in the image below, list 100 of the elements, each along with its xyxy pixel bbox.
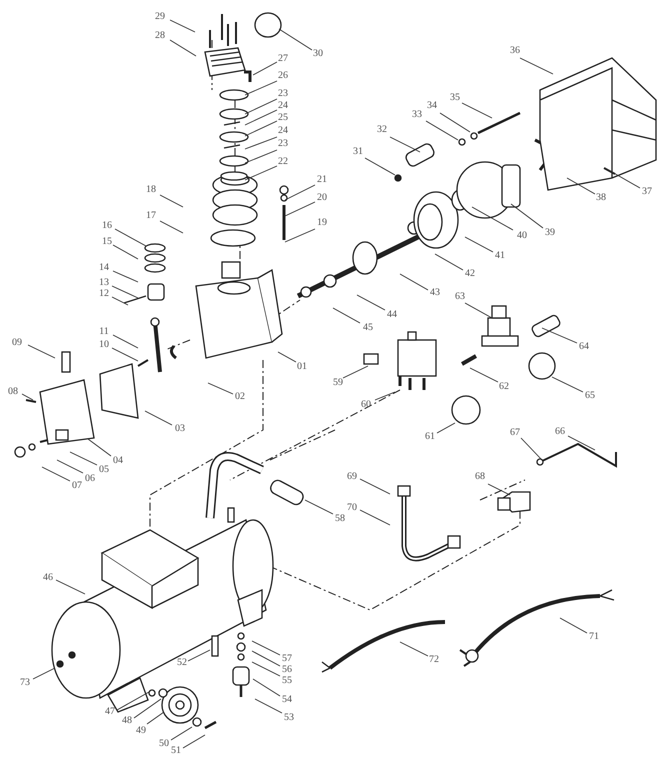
callout-number: 48 [122, 716, 132, 726]
leader-line [244, 150, 278, 164]
leader-line [284, 184, 316, 200]
leader-line [244, 166, 278, 180]
callout-number: 50 [159, 739, 169, 749]
callout-number: 43 [430, 288, 440, 298]
callout-number: 05 [99, 465, 109, 475]
callout-number: 25 [278, 113, 288, 123]
leader-line [400, 274, 428, 290]
leader-line [426, 120, 458, 140]
leader-line [112, 270, 138, 282]
callout-number: 56 [282, 665, 292, 675]
leader-line [88, 438, 112, 456]
callout-number: 22 [278, 157, 288, 167]
leader-line [170, 20, 196, 32]
callout-number: 69 [347, 472, 357, 482]
leader-line [566, 178, 596, 194]
leader-line [146, 712, 164, 724]
callout-number: 47 [105, 707, 115, 717]
leader-line [244, 98, 278, 114]
callout-number: 16 [102, 221, 112, 231]
leader-line [356, 294, 386, 310]
callout-number: 34 [427, 101, 437, 111]
callout-number: 72 [429, 655, 439, 665]
leader-line [568, 436, 596, 450]
leader-line [170, 40, 196, 56]
callout-number: 08 [8, 387, 18, 397]
leader-line [488, 484, 510, 496]
callout-number: 19 [317, 218, 327, 228]
callout-number: 23 [278, 89, 288, 99]
leader-line [32, 668, 56, 680]
callout-number: 37 [642, 187, 652, 197]
leader-line [56, 460, 84, 474]
callout-number: 52 [177, 658, 187, 668]
leader-line [284, 202, 316, 216]
callout-number: 51 [171, 746, 181, 756]
leader-line [440, 112, 470, 132]
callout-number: 66 [555, 427, 565, 437]
leader-line [188, 650, 210, 662]
leader-line [360, 510, 390, 526]
leader-line [160, 194, 184, 208]
leader-line [244, 80, 278, 96]
leader-line [374, 392, 396, 400]
leader-line [604, 168, 640, 188]
leader-line [112, 334, 138, 348]
callout-number: 02 [235, 392, 245, 402]
callout-number: 62 [499, 382, 509, 392]
callout-number: 67 [510, 428, 520, 438]
callout-number: 26 [278, 71, 288, 81]
leader-line [160, 220, 184, 234]
leader-line [464, 236, 494, 252]
leader-line [342, 366, 368, 378]
callout-number: 11 [99, 327, 109, 337]
leader-line [552, 376, 584, 392]
callout-number: 60 [361, 400, 371, 410]
leader-line [244, 136, 278, 150]
callout-number: 29 [155, 12, 165, 22]
leader-line [112, 296, 128, 306]
callout-number: 46 [43, 573, 53, 583]
leader-line [252, 640, 280, 656]
leader-line [520, 438, 542, 460]
leader-line [70, 452, 98, 466]
leader-line [252, 650, 280, 666]
callout-number: 03 [175, 424, 185, 434]
callout-number: 28 [155, 31, 165, 41]
callout-number: 49 [136, 726, 146, 736]
leader-line [208, 382, 234, 394]
leader-line [112, 286, 138, 298]
callout-number: 70 [347, 503, 357, 513]
callout-number: 65 [585, 391, 595, 401]
callout-number: 53 [284, 713, 294, 723]
leader-line [520, 58, 554, 74]
callout-number: 42 [465, 269, 475, 279]
leader-line [470, 368, 498, 382]
leader-line [144, 410, 172, 426]
leader-line [434, 254, 464, 270]
callout-number: 73 [20, 678, 30, 688]
callout-number: 18 [146, 185, 156, 195]
leader-line [278, 352, 296, 362]
callout-number: 17 [146, 211, 156, 221]
leader-line [42, 466, 70, 482]
leader-line [364, 158, 396, 176]
leader-line [472, 206, 514, 230]
leader-line [22, 394, 34, 400]
leader-line [360, 478, 390, 494]
callout-number: 71 [589, 632, 599, 642]
callout-number: 27 [278, 54, 288, 64]
leader-line [560, 618, 588, 634]
callout-number: 09 [12, 338, 22, 348]
leader-line [278, 28, 312, 50]
callout-number: 38 [596, 193, 606, 203]
callout-number: 24 [278, 126, 288, 136]
leader-line [170, 726, 192, 740]
leader-line [400, 642, 428, 656]
leader-line [436, 422, 456, 434]
leader-line [244, 110, 278, 126]
callout-number: 54 [282, 695, 292, 705]
callout-number: 07 [72, 481, 82, 491]
callout-number: 01 [297, 362, 307, 372]
callout-number: 63 [455, 292, 465, 302]
